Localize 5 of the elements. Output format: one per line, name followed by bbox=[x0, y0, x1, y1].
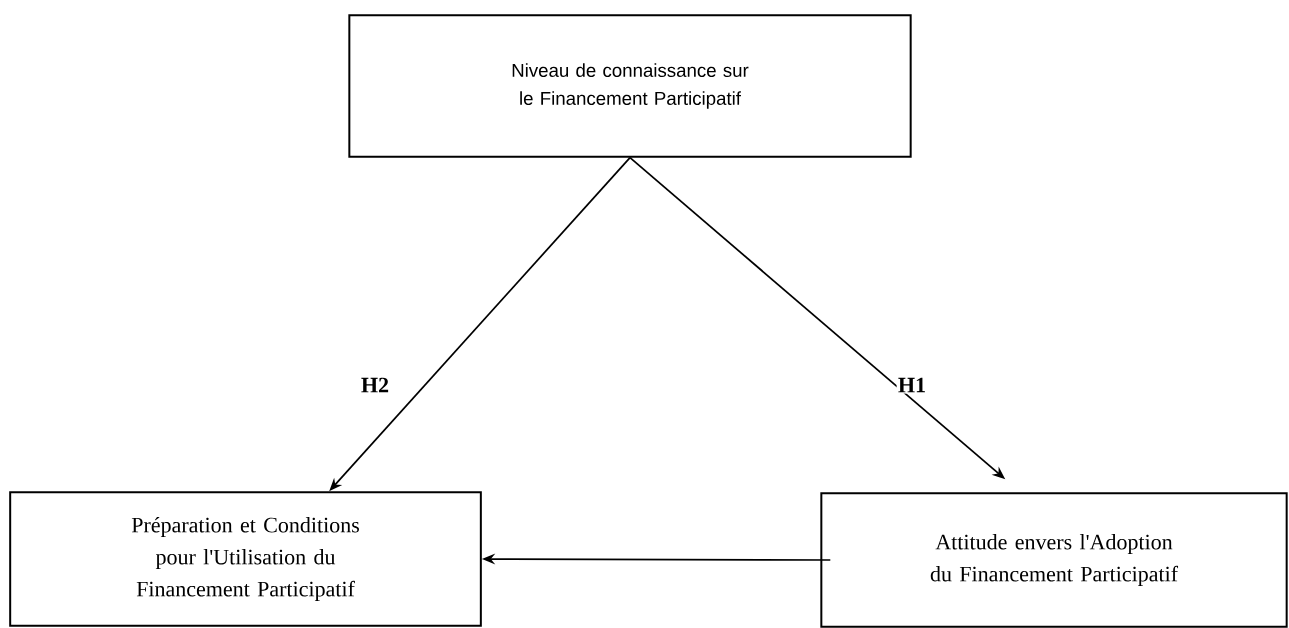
process-box: Préparation et Conditions pour l'Utilisation du Financement Participatif bbox=[9, 491, 482, 627]
process-box: Niveau de connaissance sur le Financement Participatif bbox=[348, 14, 912, 158]
edge-label: H2 bbox=[359, 376, 391, 394]
edge-label: H1 bbox=[896, 376, 928, 394]
process-box: Attitude envers l'Adoption du Financement Participatif bbox=[820, 492, 1288, 628]
